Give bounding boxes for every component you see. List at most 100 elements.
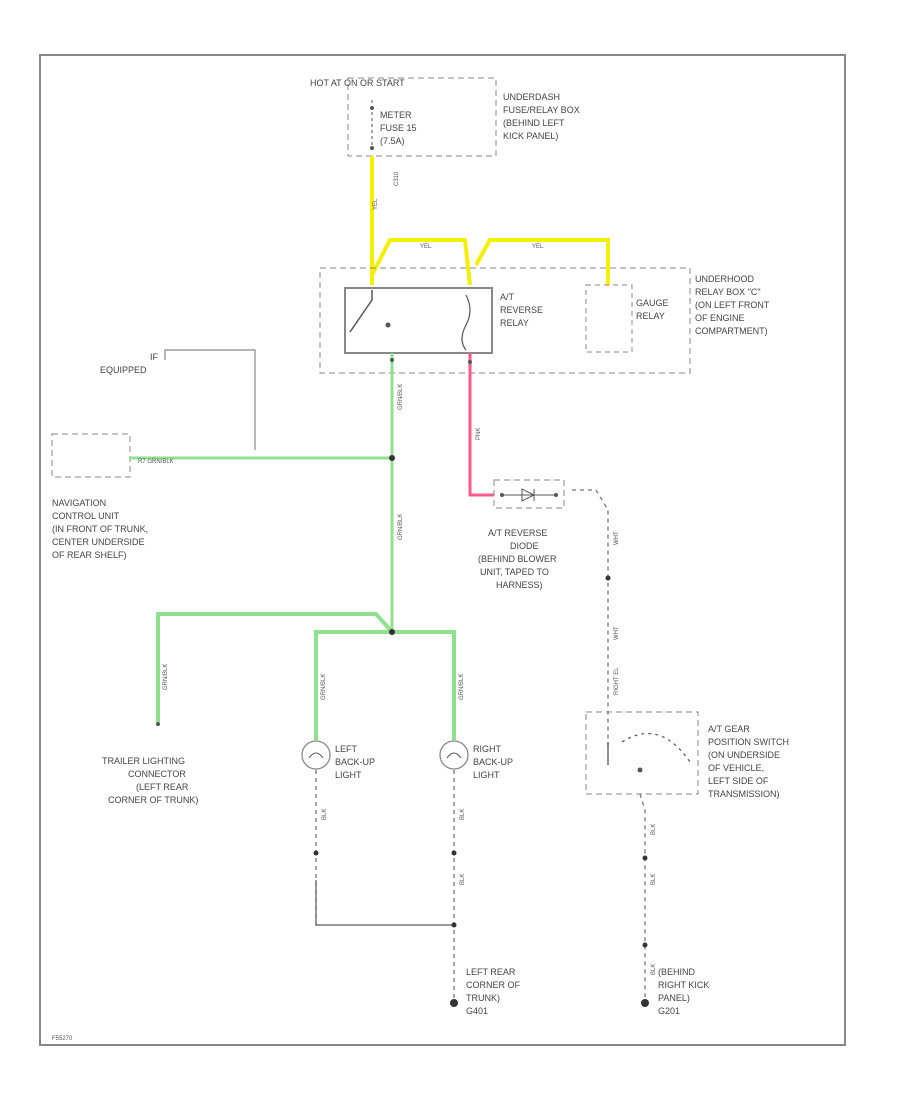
ground-left-label-3: TRUNK) xyxy=(466,993,500,1003)
gear-switch-label-5: LEFT SIDE OF xyxy=(708,776,769,786)
wire-label-grnblk-4: GRN/BLK xyxy=(321,674,327,700)
right-light-label-2: BACK-UP xyxy=(473,757,513,767)
wire-label-grnblk-1: GRN/BLK xyxy=(398,384,404,410)
diode-symbol xyxy=(521,488,536,502)
navigation-unit-label-3: (IN FRONT OF TRUNK, xyxy=(52,524,148,534)
right-backup-light xyxy=(439,740,469,770)
gear-switch-arc xyxy=(621,733,691,763)
wire-label-wht-1: WHT xyxy=(614,531,620,545)
underhood-relay-box xyxy=(319,267,691,374)
trailer-label-3: (LEFT REAR xyxy=(136,782,189,792)
relay-contact xyxy=(385,322,391,328)
wire-label-grnblk-5: GRN/BLK xyxy=(459,674,465,700)
reverse-relay-label-3: RELAY xyxy=(500,318,529,328)
relay-terminal-pink xyxy=(468,360,472,364)
diagram-frame xyxy=(39,54,846,1046)
connector-white xyxy=(605,575,611,581)
gauge-relay xyxy=(585,284,633,353)
connector-c-label: C310 xyxy=(394,171,400,186)
pink-wire xyxy=(468,353,494,497)
left-light-label-1: LEFT xyxy=(335,744,358,754)
green-wire-to-trailer xyxy=(156,612,394,722)
black-wire-gear xyxy=(639,793,646,1000)
reverse-relay-label-1: A/T xyxy=(500,292,515,302)
diode-label-5: HARNESS) xyxy=(496,580,543,590)
trailer-connector-pin xyxy=(156,722,160,726)
left-light-label-3: LIGHT xyxy=(335,770,362,780)
trailer-label-2: CONNECTOR xyxy=(128,769,186,779)
diode-label-2: DIODE xyxy=(510,541,539,551)
diode-terminal-right xyxy=(554,493,558,497)
if-equipped-label-2: EQUIPPED xyxy=(100,365,147,375)
right-bulb-filament xyxy=(446,752,462,759)
relay-terminal-green xyxy=(390,358,394,362)
right-light-label-3: LIGHT xyxy=(473,770,500,780)
navigation-unit-label-4: CENTER UNDERSIDE xyxy=(52,537,145,547)
relay-switch xyxy=(349,299,373,333)
reverse-diode xyxy=(493,479,565,509)
fuse-terminal-bottom xyxy=(370,146,374,150)
relay-box-label-1: UNDERHOOD xyxy=(695,274,755,284)
fuse-box-label-2: FUSE/RELAY BOX xyxy=(503,105,580,115)
wire-label-blk-6: BLK xyxy=(460,874,466,885)
wire-label-yel-1: YEL xyxy=(373,198,379,210)
diode-label-3: (BEHIND BLOWER xyxy=(478,554,557,564)
black-wire-ground-join xyxy=(315,880,454,926)
if-equipped-label-1: IF xyxy=(150,352,159,362)
splice-lights xyxy=(389,629,395,635)
splice-navigation xyxy=(389,455,395,461)
connector-left-light xyxy=(313,850,319,856)
if-equipped-wire xyxy=(164,349,256,450)
fuse-terminal-top xyxy=(370,106,374,110)
navigation-control-unit xyxy=(51,433,131,478)
trailer-label-4: CORNER OF TRUNK) xyxy=(108,795,198,805)
wire-label-blk-2: BLK xyxy=(651,874,657,885)
relay-box-label-4: OF ENGINE xyxy=(695,313,745,323)
yellow-wire-to-gauge xyxy=(474,238,610,285)
reverse-relay xyxy=(344,287,493,354)
ground-left-label-4: G401 xyxy=(466,1006,488,1016)
ground-right-label-4: G201 xyxy=(658,1006,680,1016)
gear-switch-label-6: TRANSMISSION) xyxy=(708,789,780,799)
gear-switch-label-2: POSITION SWITCH xyxy=(708,737,789,747)
connector-gear-2 xyxy=(642,942,648,948)
green-wire-to-right-light xyxy=(392,630,456,740)
relay-box-label-3: (ON LEFT FRONT xyxy=(695,300,770,310)
navigation-unit-label-1: NAVIGATION xyxy=(52,498,106,508)
gauge-relay-label-1: GAUGE xyxy=(636,298,669,308)
connector-right-light xyxy=(451,850,457,856)
trailer-label-1: TRAILER LIGHTING xyxy=(102,756,185,766)
gear-switch-label-4: OF VEHICLE, xyxy=(708,763,764,773)
ground-right-label-1: (BEHIND xyxy=(658,967,696,977)
wire-label-wht-2: WHT xyxy=(614,626,620,640)
ground-left-label-2: CORNER OF xyxy=(466,980,521,990)
wire-label-blk-4: BLK xyxy=(322,809,328,820)
gear-switch-label-1: A/T GEAR xyxy=(708,724,750,734)
ground-left-point xyxy=(450,999,458,1007)
wire-label-grnblk-3: GRN/BLK xyxy=(163,664,169,690)
fuse-name-label: METER xyxy=(380,110,412,120)
fuse-box-label-1: UNDERDASH xyxy=(503,92,560,102)
green-wire-to-left-light xyxy=(314,630,392,740)
relay-box-label-2: RELAY BOX "C" xyxy=(695,287,761,297)
wire-label-blk-5: BLK xyxy=(460,809,466,820)
left-light-label-2: BACK-UP xyxy=(335,757,375,767)
wire-label-blk-1: BLK xyxy=(651,824,657,835)
right-light-label-1: RIGHT xyxy=(473,744,502,754)
gear-position-switch xyxy=(585,711,699,795)
diode-label-1: A/T REVERSE xyxy=(488,528,547,538)
splice-ground xyxy=(451,922,457,928)
navigation-unit-label-5: OF REAR SHELF) xyxy=(52,550,127,560)
wire-label-blk-3: BLK xyxy=(651,964,657,975)
left-bulb-filament xyxy=(308,752,324,759)
ground-right-label-2: RIGHT KICK xyxy=(658,980,709,990)
fuse-amp-label: (7.5A) xyxy=(380,136,405,146)
navigation-unit-label-2: CONTROL UNIT xyxy=(52,511,120,521)
fuse-relay-box xyxy=(347,77,497,157)
gauge-relay-label-2: RELAY xyxy=(636,311,665,321)
fuse-rating-label: FUSE 15 xyxy=(380,123,417,133)
relay-box-label-5: COMPARTMENT) xyxy=(695,326,768,336)
gear-switch-contact xyxy=(637,767,643,773)
wire-label-grnblk-2: GRN/BLK xyxy=(398,514,404,540)
